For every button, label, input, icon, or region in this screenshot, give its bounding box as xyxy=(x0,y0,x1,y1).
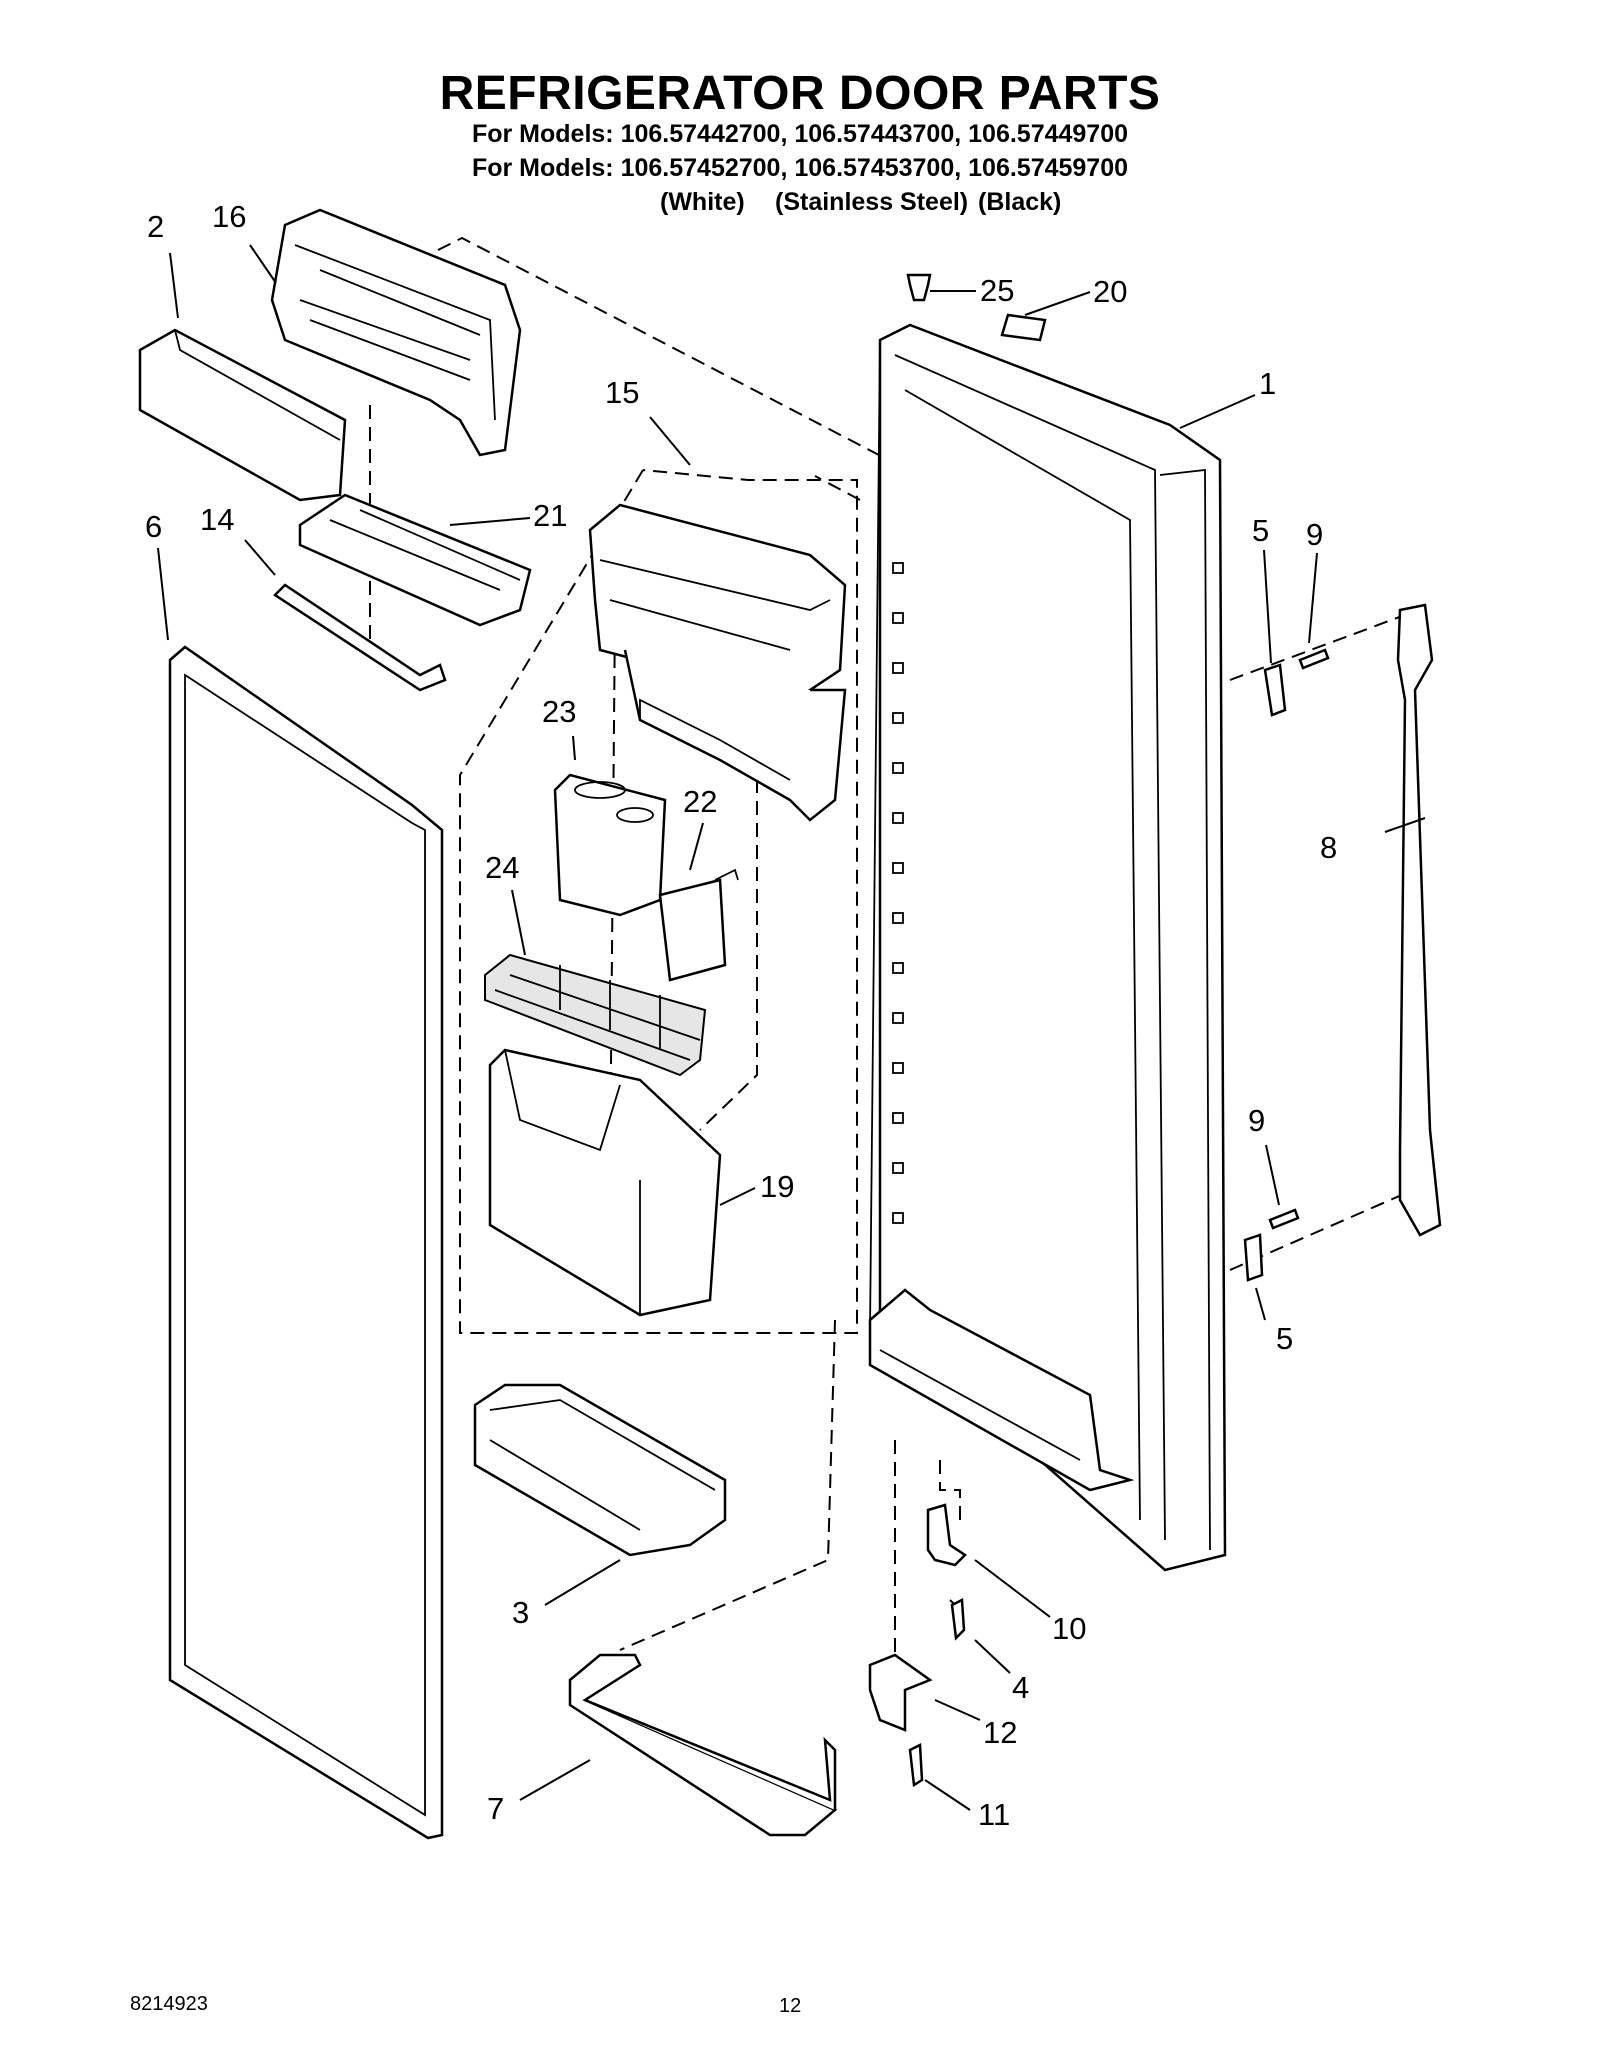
callout-14: 14 xyxy=(200,502,234,537)
door-shelf-notches xyxy=(892,562,904,1224)
part-16-dispenser-housing xyxy=(270,208,522,457)
part-23-cup xyxy=(553,773,667,917)
callout-21: 21 xyxy=(533,498,567,533)
part-5-bracket-bottom xyxy=(1243,1233,1264,1282)
finish-black: (Black) xyxy=(978,188,1062,216)
part-6-gasket xyxy=(168,645,444,1840)
part-4-screw xyxy=(950,1598,966,1641)
part-10-hinge-pin xyxy=(926,1503,967,1567)
callout-4: 4 xyxy=(1012,1670,1029,1705)
part-14-trim xyxy=(273,583,447,692)
callout-23: 23 xyxy=(542,694,576,729)
part-21-tray xyxy=(298,493,532,627)
part-1-door xyxy=(868,323,1227,1572)
callout-12: 12 xyxy=(983,1715,1017,1750)
callout-9-top: 9 xyxy=(1306,517,1323,552)
finish-white: (White) xyxy=(660,188,745,216)
document-number: 8214923 xyxy=(130,1993,208,2015)
part-2-cover xyxy=(138,328,347,502)
callout-3: 3 xyxy=(512,1595,529,1630)
part-22-cover xyxy=(658,868,739,982)
callout-11: 11 xyxy=(978,1797,1010,1832)
part-9-screw-top xyxy=(1298,648,1330,670)
models-line-1: For Models: 106.57442700, 106.57443700, … xyxy=(471,120,1129,148)
callout-1: 1 xyxy=(1259,366,1276,401)
part-24-grille xyxy=(484,953,707,1077)
part-25-plug xyxy=(906,273,932,302)
part-8-handle xyxy=(1396,603,1442,1237)
callout-7: 7 xyxy=(487,1791,504,1826)
callout-9-bottom: 9 xyxy=(1248,1103,1265,1138)
callout-24: 24 xyxy=(485,850,519,885)
callout-15: 15 xyxy=(605,375,639,410)
callout-16: 16 xyxy=(212,199,246,234)
callout-25: 25 xyxy=(980,273,1014,308)
part-7-shelf xyxy=(568,1653,838,1837)
callout-22: 22 xyxy=(683,784,717,819)
page-number: 12 xyxy=(779,1995,802,2017)
part-3-bin xyxy=(473,1383,727,1557)
callout-labels: 2 16 25 20 1 15 21 6 14 5 9 23 22 8 24 1… xyxy=(145,199,1337,1832)
callout-5-bottom: 5 xyxy=(1276,1321,1293,1356)
part-11-screw xyxy=(908,1743,924,1788)
callout-10: 10 xyxy=(1052,1611,1086,1646)
callout-2: 2 xyxy=(147,209,164,244)
part-9-screw-bottom xyxy=(1268,1208,1300,1230)
callout-20: 20 xyxy=(1093,274,1127,309)
finish-stainless: (Stainless Steel) xyxy=(775,188,969,216)
part-12-hinge-bracket xyxy=(868,1653,933,1732)
callout-5-top: 5 xyxy=(1252,513,1269,548)
part-19-bin xyxy=(488,1048,722,1317)
callout-6: 6 xyxy=(145,509,162,544)
models-line-2: For Models: 106.57452700, 106.57453700, … xyxy=(471,154,1129,182)
callout-19: 19 xyxy=(760,1169,794,1204)
page-title: REFRIGERATOR DOOR PARTS xyxy=(439,67,1161,120)
callout-8: 8 xyxy=(1320,830,1337,865)
part-5-bracket-top xyxy=(1263,663,1287,717)
part-20-label xyxy=(1000,313,1047,342)
callout-leaders xyxy=(157,244,1426,1811)
part-15-bin-housing xyxy=(588,503,847,822)
